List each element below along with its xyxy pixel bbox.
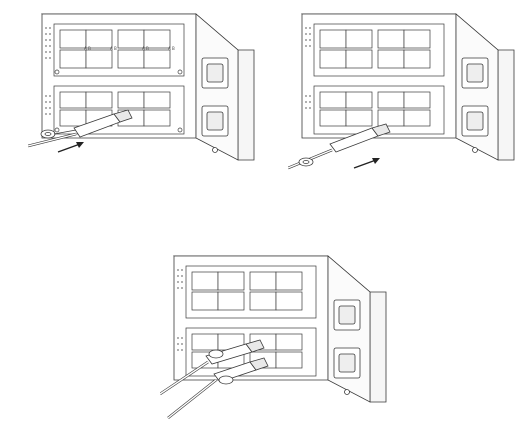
step-2-diagram — [288, 13, 515, 170]
step-2-panel — [288, 10, 524, 180]
step-1-diagram: A B A B A B A B — [28, 13, 255, 161]
port-label-3: A B — [142, 46, 149, 51]
power-inlets — [201, 57, 229, 153]
power-inlets — [333, 299, 361, 395]
step-3-diagram — [160, 255, 387, 420]
lower-module — [53, 85, 185, 135]
step-3-panel — [160, 252, 396, 422]
insert-arrow — [57, 142, 84, 153]
power-inlets — [461, 57, 489, 153]
dac-cable-upper — [28, 109, 133, 148]
upper-module — [313, 23, 445, 77]
dac-cable-lower — [167, 357, 269, 420]
port-label-2: A B — [110, 46, 117, 51]
vent-dots — [45, 27, 51, 115]
dac-cable-lower — [288, 123, 391, 170]
vent-dots — [177, 269, 183, 351]
port-label-4: A B — [168, 46, 175, 51]
upper-module — [53, 23, 185, 77]
step-1-panel: A B A B A B A B — [28, 10, 264, 180]
upper-module — [185, 265, 317, 319]
insert-arrow — [353, 158, 380, 169]
port-label-1: A B — [84, 46, 91, 51]
vent-dots — [305, 27, 311, 109]
dac-cable-upper — [160, 339, 265, 396]
